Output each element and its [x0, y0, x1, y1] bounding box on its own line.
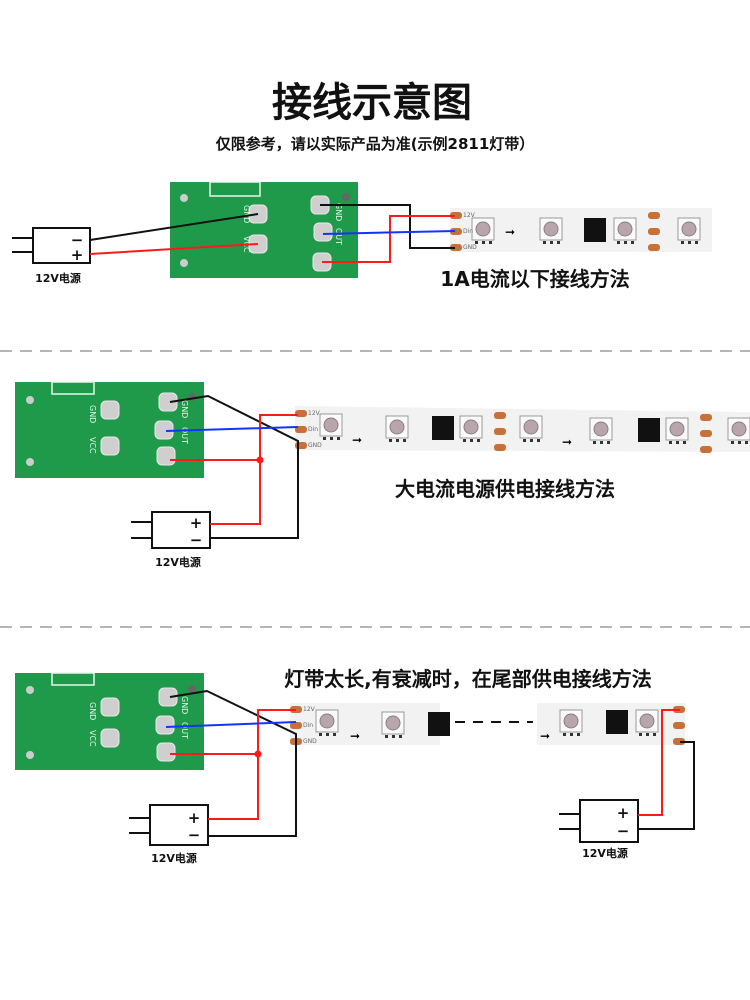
- section-3: 灯带太长,有衰减时，在尾部供电接线方法 GND VCC GND OUT ➞ 12…: [15, 667, 695, 865]
- page-subtitle: 仅限参考，请以实际产品为准(示例2811灯带）: [215, 135, 535, 153]
- controller-pcb: GND VCC GND OUT: [170, 181, 358, 278]
- junction-dot: [254, 750, 262, 758]
- strip-gnd-label: GND: [303, 738, 317, 745]
- strip-gnd-label: GND: [308, 442, 322, 449]
- plus-terminal: +: [617, 804, 630, 822]
- power-supply: + − 12V电源: [129, 804, 209, 865]
- led-strip: ➞ ➞ 12V Din GND: [295, 406, 750, 453]
- arrow-icon: ➞: [505, 225, 515, 239]
- section-caption: 大电流电源供电接线方法: [395, 477, 615, 501]
- wires: [89, 204, 456, 263]
- psu-label: 12V电源: [151, 851, 197, 865]
- psu-label: 12V电源: [35, 271, 81, 285]
- arrow-icon: ➞: [562, 435, 572, 449]
- minus-terminal: −: [188, 826, 201, 844]
- plus-terminal: +: [71, 246, 84, 264]
- arrow-icon: ➞: [350, 729, 360, 743]
- page-title: 接线示意图: [272, 80, 472, 126]
- pcb-out-label: OUT: [180, 722, 189, 739]
- section-caption: 1A电流以下接线方法: [440, 267, 629, 291]
- arrow-icon: ➞: [540, 729, 550, 743]
- section-caption: 灯带太长,有衰减时，在尾部供电接线方法: [284, 667, 652, 691]
- power-supply: + − 12V电源: [131, 511, 211, 569]
- pcb-gnd-out-label: GND: [334, 203, 343, 221]
- plus-terminal: +: [188, 809, 201, 827]
- section-1: GND VCC GND OUT − + 12V电源 ➞ 12V Din GND: [12, 181, 712, 291]
- minus-terminal: −: [617, 822, 630, 840]
- minus-terminal: −: [71, 231, 84, 249]
- led-strip: ➞ 12V Din GND: [450, 208, 712, 252]
- strip-din-label: Din: [303, 722, 313, 729]
- section-2: GND VCC GND OUT ➞ ➞ 12V Din GND + − 12V电…: [15, 381, 750, 569]
- pcb-gnd-out-label: GND: [180, 400, 189, 418]
- strip-din-label: Din: [463, 228, 473, 235]
- pcb-gnd-label: GND: [242, 205, 251, 223]
- power-supply-tail: + − 12V电源: [559, 799, 639, 860]
- pcb-out-label: OUT: [180, 427, 189, 444]
- psu-label: 12V电源: [155, 555, 201, 569]
- power-supply: − + 12V电源: [12, 227, 91, 285]
- wires: [165, 394, 299, 539]
- psu-label: 12V电源: [582, 846, 628, 860]
- wires: [165, 689, 695, 837]
- pcb-vcc-label: VCC: [88, 730, 97, 747]
- controller-pcb: GND VCC GND OUT: [15, 672, 204, 770]
- strip-12v-label: 12V: [463, 212, 476, 219]
- strip-12v-label: 12V: [308, 410, 321, 417]
- arrow-icon: ➞: [352, 433, 362, 447]
- led-strip-start: ➞ 12V Din GND: [290, 703, 450, 745]
- pcb-gnd-label: GND: [88, 405, 97, 423]
- junction-dot: [256, 456, 264, 464]
- pcb-vcc-label: VCC: [88, 437, 97, 454]
- pcb-out-label: OUT: [334, 228, 343, 245]
- minus-terminal: −: [190, 531, 203, 549]
- pcb-gnd-out-label: GND: [180, 696, 189, 714]
- strip-din-label: Din: [308, 426, 318, 433]
- pcb-gnd-label: GND: [88, 702, 97, 720]
- strip-12v-label: 12V: [303, 706, 316, 713]
- strip-gnd-label: GND: [463, 244, 477, 251]
- plus-terminal: +: [190, 514, 203, 532]
- led-strip-end: ➞: [537, 703, 685, 745]
